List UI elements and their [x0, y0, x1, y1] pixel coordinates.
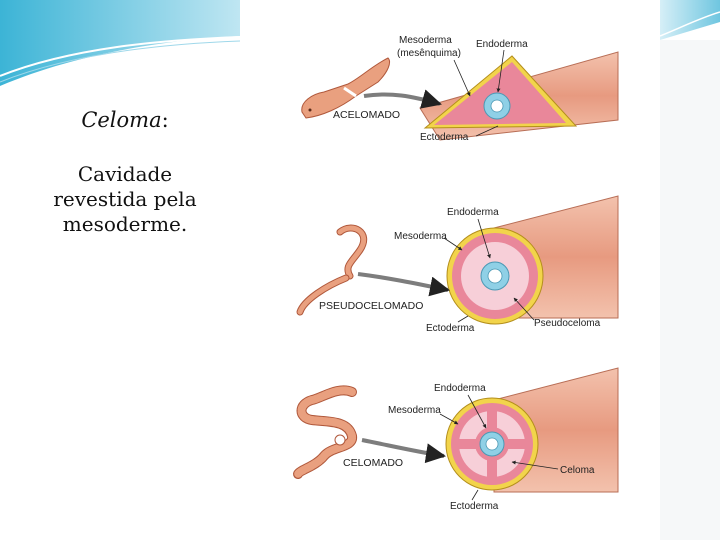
label-pseudocoelom: Pseudoceloma: [534, 318, 601, 329]
description-line-3: mesoderme.: [62, 212, 188, 236]
title-acelomado: ACELOMADO: [333, 109, 400, 121]
leader-ectoderm-celomado: [471, 489, 479, 501]
body-plan-figure: ACELOMADO Mesoderma (mesênquima) Endoder…: [240, 0, 660, 540]
top-right-swoosh: [660, 0, 720, 40]
leader-mesoderm-celomado: [439, 413, 459, 425]
label-mesoderm-celomado: Mesoderma: [388, 405, 441, 416]
description-line-1: Cavidade: [77, 162, 173, 186]
leader-endoderm-acelomado: [496, 49, 505, 93]
label-endoderm-celomado: Endoderma: [434, 383, 486, 394]
slide-description: Cavidade revestida pela mesoderme.: [20, 162, 230, 237]
title-celomado: CELOMADO: [343, 457, 403, 469]
arrow-pseudocelomado: [357, 272, 450, 297]
gut-lumen-acelomado: [490, 99, 504, 113]
leader-coelom: [511, 460, 559, 470]
heading-term: Celoma: [81, 108, 162, 132]
leader-mesoderm-acelomado: [453, 59, 471, 97]
arrow-celomado: [361, 438, 446, 464]
label-endoderm-pseudocelomado: Endoderma: [447, 207, 499, 218]
panel-pseudocelomado: PSEUDOCELOMADO Endoderma Mesoderma Ectod…: [296, 195, 619, 334]
right-margin-panel: [660, 40, 720, 540]
top-left-swoosh-line: [0, 36, 241, 77]
gut-lumen-celomado: [485, 437, 499, 451]
leader-endoderm-celomado: [467, 394, 487, 429]
label-mesoderm-acelomado: Mesoderma: [399, 35, 452, 46]
slide-heading: Celoma:: [20, 108, 230, 132]
description-line-2: revestida pela: [53, 187, 197, 211]
top-left-swoosh: [0, 0, 240, 86]
title-pseudocelomado: PSEUDOCELOMADO: [319, 300, 423, 312]
leader-ectoderm-pseudocelomado: [457, 315, 469, 323]
earthworm-illustration: [293, 385, 357, 479]
label-ectoderm-celomado: Ectoderma: [450, 501, 499, 512]
gut-lumen-pseudocelomado: [487, 268, 503, 284]
panel-acelomado: ACELOMADO Mesoderma (mesênquima) Endoder…: [301, 35, 619, 143]
leader-endoderm-pseudocelomado: [477, 218, 491, 259]
leader-pseudocoelom: [513, 297, 535, 321]
leader-mesoderm-pseudocelomado: [443, 237, 463, 251]
left-panel: [0, 86, 240, 540]
label-ectoderm-acelomado: Ectoderma: [420, 132, 469, 143]
label-mesoderm-note-acelomado: (mesênquima): [397, 48, 461, 59]
flatworm-illustration: [301, 57, 391, 119]
top-left-swoosh-line-2: [0, 40, 241, 83]
label-ectoderm-pseudocelomado: Ectoderma: [426, 323, 475, 334]
top-right-swoosh-line: [659, 11, 720, 37]
arrow-acelomado: [363, 89, 442, 109]
label-endoderm-acelomado: Endoderma: [476, 39, 528, 50]
leader-ectoderm-acelomado: [475, 125, 499, 137]
panel-celomado: CELOMADO Endoderma Mesoderma Ectoderma C…: [293, 367, 619, 512]
slide-text: Celoma: Cavidade revestida pela mesoderm…: [20, 108, 230, 237]
label-coelom: Celoma: [560, 465, 595, 476]
label-mesoderm-pseudocelomado: Mesoderma: [394, 231, 447, 242]
heading-colon: :: [161, 108, 169, 132]
